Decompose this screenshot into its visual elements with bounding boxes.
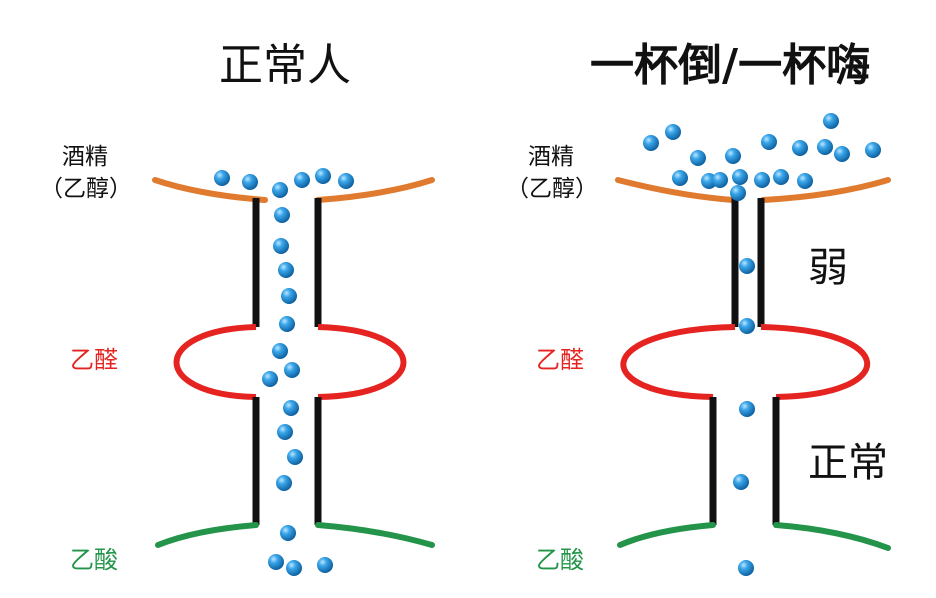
left-acetaldehyde-ring-right xyxy=(317,324,407,400)
right-alcohol-curve-right xyxy=(760,177,891,203)
molecule xyxy=(272,182,288,198)
molecule xyxy=(739,401,755,417)
right-acetic-acid-curve-right xyxy=(773,522,891,551)
left-pathway xyxy=(152,168,435,576)
molecule xyxy=(286,560,302,576)
molecule xyxy=(276,475,292,491)
molecule xyxy=(277,424,293,440)
left-alcohol-curve-right xyxy=(315,177,435,203)
molecule xyxy=(792,140,808,156)
molecule xyxy=(865,142,881,158)
left-alcohol-label-line1: 酒精 xyxy=(62,144,108,170)
molecule xyxy=(739,258,755,274)
right-acetaldehyde-ring-right xyxy=(760,324,871,400)
left-molecules xyxy=(214,168,354,576)
left-acetic-acid-curve-left xyxy=(155,522,259,548)
left-acetic-acid-curve-right xyxy=(315,522,435,548)
left-acetic-acid-label: 乙酸 xyxy=(70,546,118,574)
molecule xyxy=(690,150,706,166)
molecule xyxy=(317,557,333,573)
molecule xyxy=(730,185,746,201)
left-acetaldehyde-label: 乙醛 xyxy=(70,346,118,374)
left-alcohol-label-line2: （乙醇） xyxy=(40,176,132,202)
right-alcohol-label-line1: 酒精 xyxy=(528,144,574,170)
molecule xyxy=(725,148,741,164)
molecule xyxy=(279,316,295,332)
molecule xyxy=(274,207,290,223)
left-alcohol-curve xyxy=(152,177,268,203)
right-lower-channel-label: 正常 xyxy=(808,440,888,486)
molecule xyxy=(797,173,813,189)
molecule xyxy=(834,146,850,162)
molecule xyxy=(272,343,288,359)
molecule xyxy=(278,262,294,278)
molecule xyxy=(287,449,303,465)
molecule xyxy=(761,134,777,150)
molecule xyxy=(738,560,754,576)
molecule xyxy=(773,169,789,185)
molecule xyxy=(262,371,278,387)
right-panel-title: 一杯倒/一杯嗨 xyxy=(590,40,871,91)
molecule xyxy=(294,172,310,188)
molecule xyxy=(643,135,659,151)
molecule xyxy=(283,400,299,416)
molecule xyxy=(273,238,289,254)
molecule xyxy=(284,362,300,378)
molecule xyxy=(338,173,354,189)
right-upper-channel-label: 弱 xyxy=(808,245,848,291)
molecule xyxy=(242,174,258,190)
right-alcohol-curve-left xyxy=(615,177,736,203)
molecule xyxy=(739,318,755,334)
molecule xyxy=(268,554,284,570)
right-acetic-acid-curve-left xyxy=(617,522,716,548)
right-alcohol-label-line2: （乙醇） xyxy=(506,176,598,202)
right-acetic-acid-label: 乙酸 xyxy=(536,546,584,574)
molecule xyxy=(733,474,749,490)
molecule xyxy=(281,288,297,304)
right-acetaldehyde-label: 乙醛 xyxy=(536,346,584,374)
molecule xyxy=(732,169,748,185)
right-acetaldehyde-ring-left xyxy=(620,324,736,400)
left-panel-title: 正常人 xyxy=(219,40,351,91)
molecule xyxy=(214,170,230,186)
molecule xyxy=(280,525,296,541)
right-molecules xyxy=(643,113,881,576)
right-pathway xyxy=(615,113,891,576)
molecule xyxy=(665,124,681,140)
molecule xyxy=(315,168,331,184)
molecule xyxy=(712,172,728,188)
left-acetaldehyde-ring-left xyxy=(173,324,257,400)
molecule xyxy=(817,139,833,155)
molecule xyxy=(672,170,688,186)
molecule xyxy=(754,172,770,188)
molecule xyxy=(823,113,839,129)
